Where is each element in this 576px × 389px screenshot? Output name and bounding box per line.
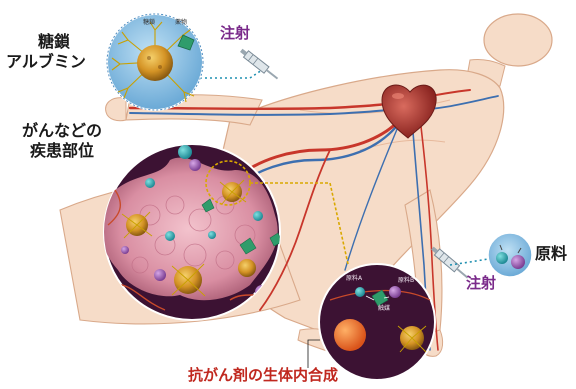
injection-bottom-label: 注射 xyxy=(466,276,496,291)
inset-bottom-tag-c: 触媒 xyxy=(378,306,390,312)
glycoalbumin-label-line1: 糖鎖 xyxy=(38,34,70,50)
injection-top-label: 注射 xyxy=(220,26,250,41)
synthesis-inset xyxy=(319,264,435,380)
disease-label-line1: がんなどの xyxy=(22,123,102,139)
inset-top-tag-2: 薬物 xyxy=(175,20,187,26)
glycoalbumin-inset xyxy=(107,14,203,110)
connector-bottom xyxy=(450,258,494,265)
inset-top-tag-1: 糖鎖 xyxy=(143,20,155,26)
raw-material-inset xyxy=(488,233,532,277)
synthesis-label: 抗がん剤の生体内合成 xyxy=(188,368,338,383)
syringe-top-icon xyxy=(239,47,280,82)
raw-material-label: 原料 xyxy=(535,246,567,262)
disease-label-line2: 疾患部位 xyxy=(30,143,94,159)
inset-bottom-tag-a: 原料A xyxy=(346,276,362,282)
inset-bottom-tag-b: 原料B xyxy=(398,278,414,284)
glycoalbumin-label-line2: アルブミン xyxy=(6,54,86,70)
